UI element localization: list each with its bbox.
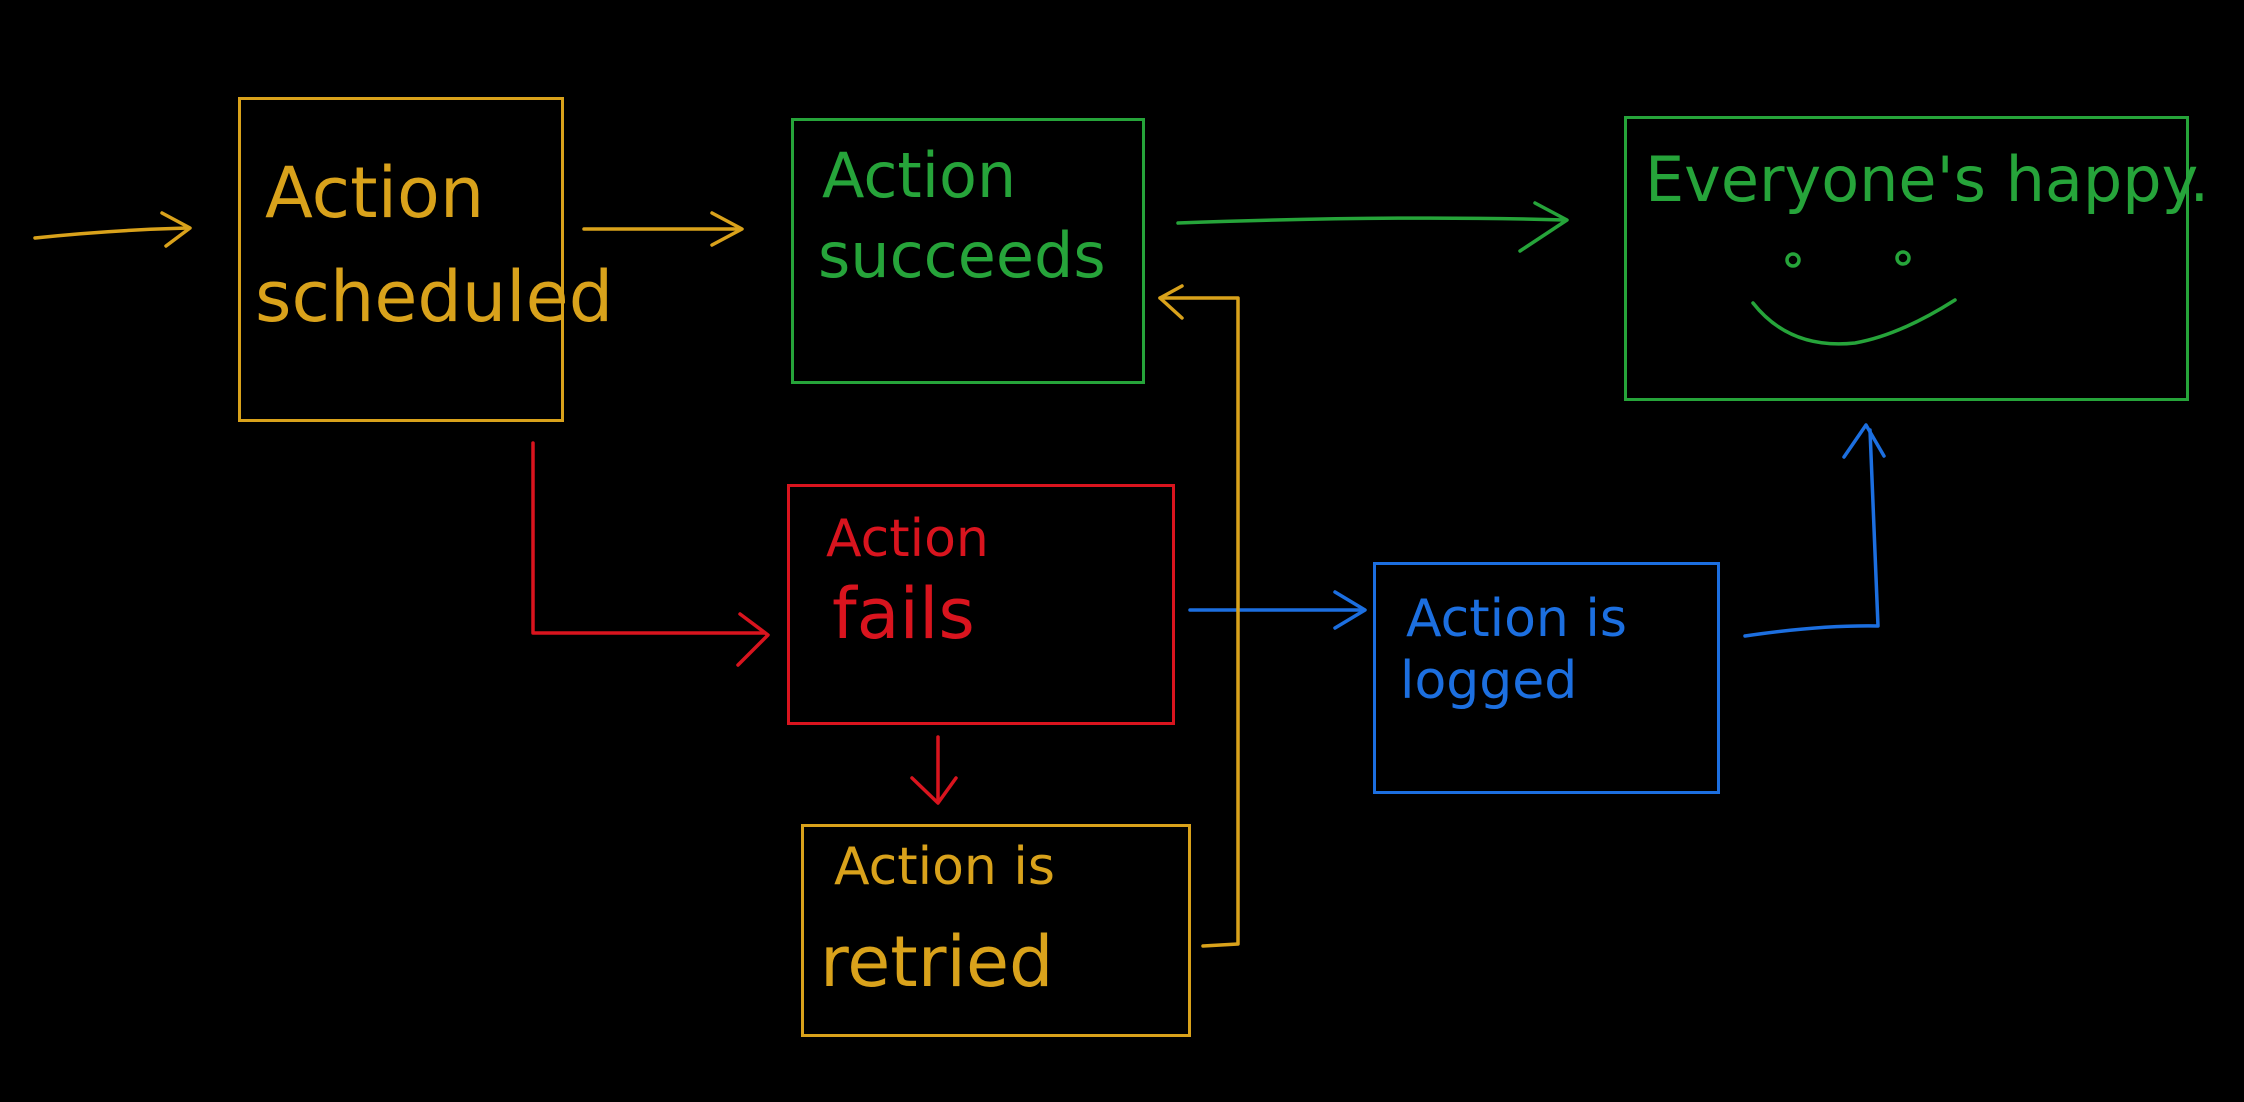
node-action-is-logged-line2: logged xyxy=(1400,651,1578,711)
node-action-succeeds-line2: succeeds xyxy=(818,219,1106,292)
node-action-is-retried-line2: retried xyxy=(820,921,1054,1003)
smiley-face-icon xyxy=(1751,250,1957,346)
node-action-is-retried: Action is retried xyxy=(801,824,1191,1037)
node-action-succeeds-line1: Action xyxy=(822,139,1017,212)
arrow-scheduled-to-succeeds xyxy=(582,211,744,247)
arrow-logged-to-happy xyxy=(1743,423,1886,638)
node-everyones-happy-line1: Everyone's happy. xyxy=(1645,143,2210,216)
entry-arrow xyxy=(33,211,192,248)
node-action-is-logged: Action is logged xyxy=(1373,562,1720,794)
node-action-scheduled: Action scheduled xyxy=(238,97,613,422)
node-action-scheduled-line1: Action xyxy=(265,152,485,234)
node-action-scheduled-line2: scheduled xyxy=(255,256,614,338)
node-action-succeeds: Action succeeds xyxy=(791,118,1145,384)
node-everyones-happy: Everyone's happy. xyxy=(1624,116,2209,401)
node-action-fails-line2: fails xyxy=(832,573,975,655)
arrow-succeeds-to-happy xyxy=(1176,201,1569,253)
node-action-is-retried-line1: Action is xyxy=(834,837,1055,897)
node-action-fails: Action fails xyxy=(787,484,1175,725)
arrow-fails-to-retried xyxy=(910,735,958,805)
arrow-scheduled-to-fails xyxy=(531,441,770,667)
node-action-fails-line1: Action xyxy=(826,509,989,569)
arrow-fails-to-logged xyxy=(1188,590,1367,630)
node-action-is-logged-line1: Action is xyxy=(1406,589,1627,649)
arrow-retried-to-succeeds xyxy=(1158,284,1240,948)
